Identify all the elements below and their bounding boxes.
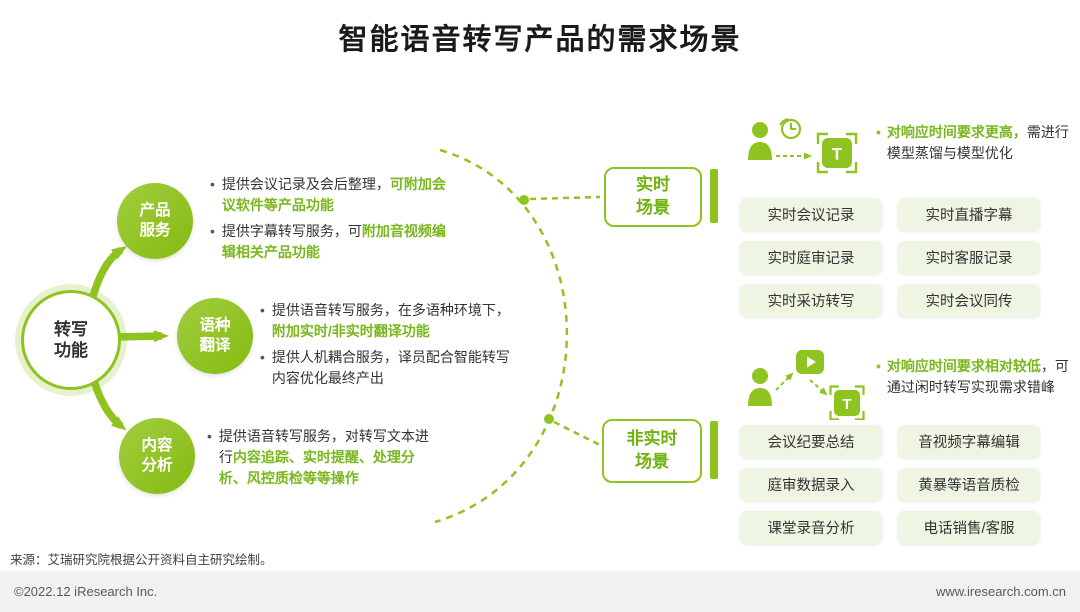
bullet-item: 提供语音转写服务，对转写文本进行内容追踪、实时提醒、处理分析、风控质检等等操作	[207, 426, 441, 489]
pill-realtime-interview-transcribe: 实时采访转写	[740, 284, 882, 317]
bullet-text: 提供字幕转写服务，可	[221, 223, 362, 239]
arc-node-offline	[544, 414, 554, 424]
scene-label-line: 场景	[635, 452, 669, 471]
bullet-icon	[876, 356, 881, 398]
language-translation-bullets: 提供语音转写服务，在多语种环境下， 附加实时/非实时翻译功能 提供人机耦合服务，译…	[260, 300, 522, 394]
pill-offline-classroom-analysis: 课堂录音分析	[740, 511, 882, 544]
dashed-link-realtime	[529, 195, 601, 201]
branch-circle-content-analysis: 内容 分析	[119, 418, 195, 494]
branch-label: 产品	[139, 201, 171, 219]
bullet-icon	[210, 221, 215, 263]
product-service-bullets: 提供会议记录及会后整理，可附加会议软件等产品功能 提供字幕转写服务，可附加音视频…	[210, 174, 450, 268]
svg-text:T: T	[842, 396, 851, 413]
scene-label-offline: 非实时 场景	[602, 419, 702, 483]
bullet-icon	[207, 426, 212, 489]
bullet-item: 提供字幕转写服务，可附加音视频编辑相关产品功能	[210, 221, 450, 263]
source-note: 来源：艾瑞研究院根据公开资料自主研究绘制。	[10, 553, 273, 567]
person-icon	[748, 368, 772, 406]
scene-label-line: 非实时	[626, 429, 678, 449]
transcription-t-icon: T	[829, 385, 865, 420]
bullet-item: 提供语音转写服务，在多语种环境下， 附加实时/非实时翻译功能	[260, 300, 522, 342]
bullet-text: 提供语音转写服务，对转写文本进行	[218, 428, 429, 465]
pill-offline-subtitle-edit: 音视频字幕编辑	[898, 425, 1040, 458]
realtime-note: 对响应时间要求更高，需进行模型蒸馏与模型优化	[876, 122, 1072, 164]
note-text-highlight: 对响应时间要求更高，	[886, 124, 1027, 140]
pill-offline-content-moderation: 黄暴等语音质检	[898, 468, 1040, 501]
bullet-text: 提供人机耦合服务，译员配合智能转写内容优化最终产出	[271, 349, 510, 386]
offline-note: 对响应时间要求相对较低，可通过闲时转写实现需求错峰	[876, 356, 1072, 398]
scene-label-line: 实时	[636, 175, 670, 195]
pill-realtime-meeting-record: 实时会议记录	[740, 198, 882, 231]
website-link[interactable]: www.iresearch.com.cn	[935, 584, 1066, 599]
hub-transcription-function: 转写 功能	[21, 290, 121, 390]
video-play-icon	[796, 350, 824, 374]
content-analysis-bullets: 提供语音转写服务，对转写文本进行内容追踪、实时提醒、处理分析、风控质检等等操作	[207, 426, 441, 494]
branch-label: 语种	[199, 316, 231, 334]
offline-icon-group: T	[748, 350, 865, 420]
clock-refresh-icon	[779, 118, 802, 140]
scene-label-line: 场景	[636, 198, 670, 217]
pill-offline-telesales-service: 电话销售/客服	[898, 511, 1040, 544]
hub-arrow-language	[117, 330, 169, 343]
branch-label: 服务	[139, 222, 171, 239]
svg-text:T: T	[832, 145, 843, 164]
scene-label-realtime: 实时 场景	[604, 167, 702, 227]
bullet-text-highlight: 附加实时/非实时翻译功能	[271, 323, 430, 339]
dashed-link-offline	[553, 420, 601, 447]
bullet-text-highlight: 附加音视频编辑相关产品功能	[221, 223, 446, 260]
bullet-icon	[260, 347, 265, 389]
bullet-text: 提供会议记录及会后整理，	[221, 176, 390, 192]
branch-label: 分析	[141, 457, 173, 474]
dashed-arrow-icon	[809, 379, 828, 396]
pill-offline-court-data-entry: 庭审数据录入	[740, 468, 882, 501]
realtime-icon-group: T	[748, 118, 858, 174]
scene-bar-offline	[710, 421, 718, 479]
person-icon	[748, 122, 772, 160]
pill-realtime-meeting-interpret: 实时会议同传	[898, 284, 1040, 317]
pill-realtime-service-record: 实时客服记录	[898, 241, 1040, 274]
bullet-text-highlight: 内容追踪、实时提醒、处理分析、风控质检等等操作	[218, 449, 415, 486]
note-text: ，可通过闲时转写实现需求错峰	[886, 358, 1069, 395]
note-text-highlight: 对响应时间要求相对较低	[886, 358, 1041, 374]
bullet-item: 提供会议记录及会后整理，可附加会议软件等产品功能	[210, 174, 450, 216]
bullet-text: 提供语音转写服务，在多语种环境下，	[271, 302, 510, 318]
arc-node-realtime	[519, 195, 529, 205]
branch-label: 内容	[141, 436, 173, 454]
scene-bar-realtime	[710, 169, 718, 223]
dashed-arrow-icon	[775, 372, 794, 391]
hub-label-line1: 转写	[54, 319, 88, 339]
pill-offline-meeting-summary: 会议纪要总结	[740, 425, 882, 458]
branch-label: 翻译	[199, 337, 231, 354]
page-title: 智能语音转写产品的需求场景	[338, 24, 742, 56]
footer-bar: ©2022.12 iResearch Inc. www.iresearch.co…	[0, 571, 1080, 612]
bullet-item: 提供人机耦合服务，译员配合智能转写内容优化最终产出	[260, 347, 522, 389]
pill-realtime-live-subtitle: 实时直播字幕	[898, 198, 1040, 231]
branch-circle-language-translation: 语种 翻译	[177, 298, 253, 374]
pill-realtime-court-record: 实时庭审记录	[740, 241, 882, 274]
hub-label-line2: 功能	[54, 341, 88, 360]
bullet-icon	[876, 122, 881, 164]
note-text: 需进行模型蒸馏与模型优化	[886, 124, 1069, 161]
transcription-t-icon: T	[816, 132, 858, 174]
copyright-text: ©2022.12 iResearch Inc.	[14, 584, 158, 599]
bullet-icon	[210, 174, 215, 216]
bullet-icon	[260, 300, 265, 342]
branch-circle-product-service: 产品 服务	[117, 183, 193, 259]
bullet-text-highlight: 可附加会议软件等产品功能	[221, 176, 446, 213]
